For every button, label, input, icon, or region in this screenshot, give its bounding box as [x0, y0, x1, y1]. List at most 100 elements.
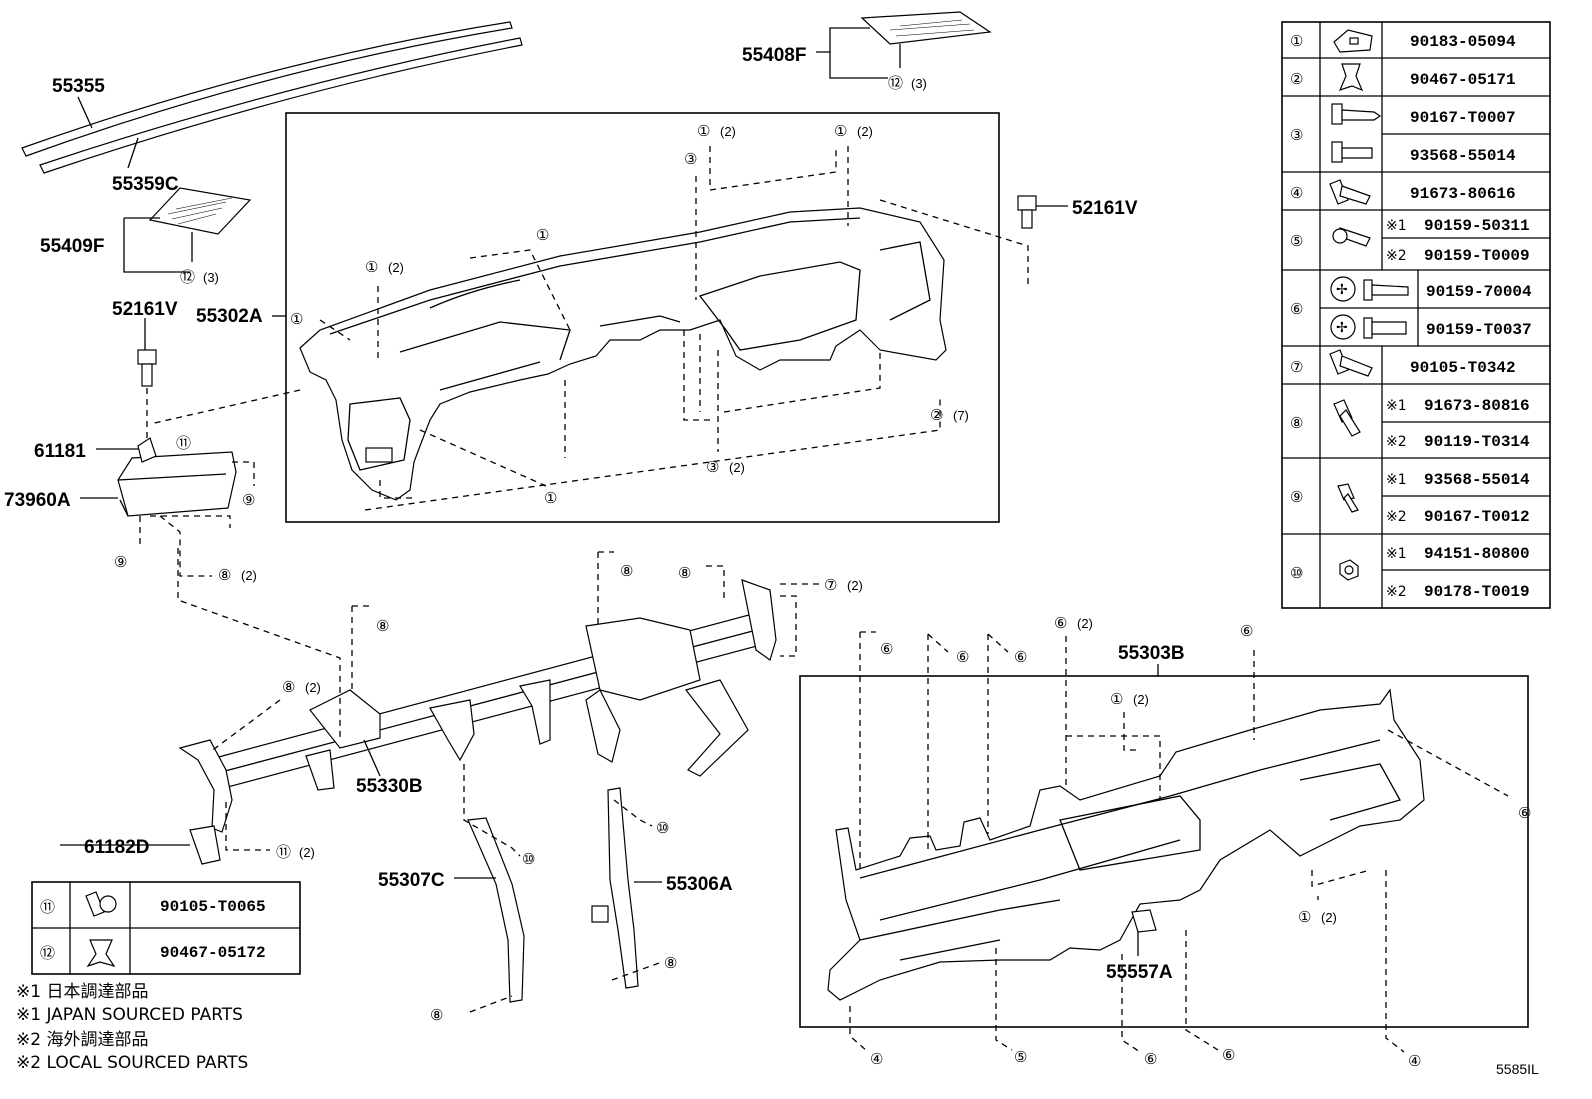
- callout-number: ⑪: [176, 435, 191, 452]
- svg-text:③: ③: [1290, 127, 1303, 144]
- svg-text:⑧: ⑧: [620, 563, 633, 580]
- part-label: 61181: [34, 441, 86, 462]
- svg-text:※2 LOCAL SOURCED PARTS: ※2 LOCAL SOURCED PARTS: [16, 1053, 248, 1073]
- moulding-strip-drawing: [21, 21, 523, 174]
- callout-number: ①(2): [834, 123, 873, 140]
- fastener-table: ① ② ③ ④ ⑤ ⑥ ⑦ ⑧ ⑨ ⑩ ✢ ✢ 90183-05094 9046…: [1281, 21, 1551, 609]
- small-fastener-table: ⑪ ⑫ 90105-T0065 90467-05172: [31, 881, 301, 975]
- svg-text:90178-T0019: 90178-T0019: [1424, 583, 1530, 601]
- callout-number: ⑫ (3): [180, 269, 219, 286]
- svg-text:※2: ※2: [1386, 248, 1407, 264]
- clip-52161v-right-drawing: [1017, 195, 1068, 229]
- svg-text:⑫: ⑫: [180, 269, 195, 286]
- svg-text:(2): (2): [847, 578, 863, 593]
- svg-text:⑧: ⑧: [1290, 415, 1303, 432]
- svg-text:※2: ※2: [1386, 584, 1407, 600]
- svg-text:⑧: ⑧: [678, 565, 691, 582]
- svg-text:①: ①: [290, 311, 303, 328]
- callout-number: ①(2): [1110, 691, 1149, 708]
- clip-52161v-left-drawing: [137, 318, 157, 387]
- svg-text:①: ①: [1298, 909, 1311, 926]
- callout-number: ①(2): [365, 259, 404, 276]
- svg-text:(2): (2): [1077, 616, 1093, 631]
- svg-text:(2): (2): [305, 680, 321, 695]
- svg-text:※2: ※2: [1386, 434, 1407, 450]
- callout-number: ⑦ (2): [824, 577, 863, 594]
- callout-number: ⑥: [956, 649, 969, 666]
- lower-panel-drawing: [827, 688, 1425, 1001]
- callout-number: ⑩: [522, 851, 535, 868]
- callout-number: ⑥: [1144, 1051, 1157, 1068]
- svg-text:90467-05171: 90467-05171: [1410, 71, 1516, 89]
- svg-text:⑥: ⑥: [1144, 1051, 1157, 1068]
- svg-text:⑩: ⑩: [656, 820, 669, 837]
- part-label: 52161V: [1072, 198, 1138, 219]
- svg-text:⑨: ⑨: [242, 492, 255, 509]
- washer-screw-icon: ✢: [1330, 314, 1407, 340]
- callout-number: ⑧(2): [282, 679, 321, 696]
- svg-text:⑧: ⑧: [664, 955, 677, 972]
- part-label: 55330B: [356, 776, 423, 797]
- svg-text:(2): (2): [1133, 692, 1149, 707]
- callout-number: ⑥: [1222, 1047, 1235, 1064]
- svg-text:(2): (2): [241, 568, 257, 583]
- svg-text:91673-80616: 91673-80616: [1410, 185, 1516, 203]
- callout-number: ⑧: [664, 955, 677, 972]
- push-clip-icon: [86, 939, 116, 968]
- svg-text:⑧: ⑧: [430, 1007, 443, 1024]
- callout-number: ⑥ (2): [1054, 615, 1093, 632]
- nut-clip-icon: [1333, 29, 1373, 53]
- nut-icon: [1339, 559, 1359, 581]
- callout-number: ⑥: [1518, 805, 1531, 822]
- svg-text:⑧: ⑧: [218, 567, 231, 584]
- svg-text:(2): (2): [388, 260, 404, 275]
- svg-text:④: ④: [1290, 185, 1303, 202]
- svg-text:90105-T0065: 90105-T0065: [160, 898, 266, 916]
- svg-text:⑦: ⑦: [824, 577, 837, 594]
- lower-panel-frame: [799, 675, 1529, 1028]
- svg-text:(2): (2): [1321, 910, 1337, 925]
- svg-text:※1: ※1: [1386, 472, 1407, 488]
- svg-text:⑪: ⑪: [40, 899, 55, 916]
- callout-number: ④: [1408, 1053, 1421, 1070]
- speaker-grille-center-drawing: [860, 11, 992, 45]
- svg-text:⑪: ⑪: [276, 844, 291, 861]
- part-label: 55557A: [1106, 962, 1173, 983]
- svg-text:⑩: ⑩: [522, 851, 535, 868]
- callout-number: ⑩: [656, 820, 669, 837]
- svg-text:90467-05172: 90467-05172: [160, 944, 266, 962]
- callout-number: ⑧: [678, 565, 691, 582]
- callout-number: ⑧ (2): [218, 567, 257, 584]
- svg-text:⑫: ⑫: [40, 945, 55, 962]
- svg-text:(7): (7): [953, 408, 969, 423]
- brace-right-drawing: [591, 787, 639, 989]
- callout-number: ①: [536, 227, 549, 244]
- part-labels: 55355 55359C 55409F 52161V 55302A 55408F…: [4, 45, 1185, 983]
- svg-text:⑪: ⑪: [176, 435, 191, 452]
- screw-icon: [1331, 141, 1373, 163]
- svg-text:90183-05094: 90183-05094: [1410, 33, 1516, 51]
- drawing-code: 5585IL: [1496, 1061, 1539, 1077]
- callout-number: ⑨: [114, 554, 127, 571]
- push-clip-icon: [1338, 63, 1364, 92]
- svg-text:90159-T0009: 90159-T0009: [1424, 247, 1530, 265]
- callout-number: ⑪(2): [276, 844, 315, 861]
- callout-number: ⑧: [430, 1007, 443, 1024]
- bolt-icon: [1329, 179, 1371, 205]
- callout-number: ①: [290, 311, 303, 328]
- svg-text:⑥: ⑥: [1054, 615, 1067, 632]
- upper-panel-frame: [285, 112, 1000, 523]
- svg-text:(2): (2): [720, 124, 736, 139]
- svg-text:※2: ※2: [1386, 509, 1407, 525]
- svg-text:(3): (3): [203, 270, 219, 285]
- svg-text:93568-55014: 93568-55014: [1410, 147, 1516, 165]
- svg-text:90167-T0007: 90167-T0007: [1410, 109, 1516, 127]
- callout-number: ⑥: [880, 641, 893, 658]
- callout-number: ①(2): [697, 123, 736, 140]
- part-label: 55359C: [112, 174, 179, 195]
- callout-number: ⑨: [242, 492, 255, 509]
- svg-text:⑥: ⑥: [1518, 805, 1531, 822]
- svg-text:⑫: ⑫: [888, 75, 903, 92]
- bolt-icon: [1329, 349, 1373, 377]
- svg-text:※1: ※1: [1386, 218, 1407, 234]
